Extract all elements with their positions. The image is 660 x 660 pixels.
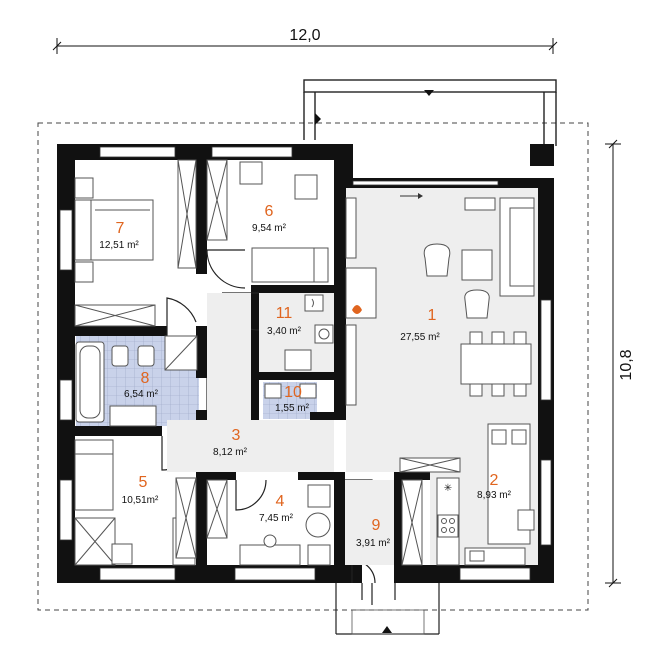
room-3-number: 3 [232, 427, 241, 444]
interior-walls [57, 144, 460, 583]
room-10-furniture [264, 383, 317, 399]
room-5-number: 5 [139, 474, 148, 491]
room-9-furniture [345, 479, 423, 566]
room-7-number: 7 [116, 220, 125, 237]
main-entrance-arrow-icon [382, 626, 392, 633]
width-label: 12,0 [289, 27, 320, 44]
hall-3-floor-south [167, 420, 334, 472]
room-11-area: 3,40 m² [267, 326, 302, 337]
room-labels: 1 27,55 m² 2 8,93 m² 3 8,12 m² 4 7,45 m²… [99, 203, 511, 549]
depth-dimension: 10,8 [605, 139, 635, 588]
room-10-area: 1,55 m² [275, 403, 310, 414]
windows [59, 146, 552, 581]
room-7-area: 12,51 m² [99, 240, 139, 251]
room-1-number: 1 [428, 307, 437, 324]
terrace-entrance-arrow-icon [424, 90, 434, 96]
room-5-furniture [74, 439, 197, 566]
room-8-area: 6,54 m² [124, 389, 159, 400]
room-6-number: 6 [265, 203, 274, 220]
room-7-furniture [74, 159, 197, 327]
room-10-number: 10 [284, 384, 302, 401]
fireplace-icon [352, 305, 362, 314]
room-4-area: 7,45 m² [259, 513, 294, 524]
cooktop-icon: ✳ [444, 483, 452, 494]
room-4-number: 4 [276, 493, 285, 510]
room-8-number: 8 [141, 370, 150, 387]
room-4-furniture [206, 479, 331, 566]
room-1-furniture [345, 188, 538, 472]
room-2-area: 8,93 m² [477, 490, 512, 501]
hall-3-floor-north [207, 293, 251, 336]
room-11-number: 11 [276, 305, 293, 322]
width-dimension: 12,0 [52, 27, 558, 54]
room-1-area: 27,55 m² [400, 332, 440, 343]
roof-outline [37, 122, 589, 611]
room-5-area: 10,51m² [122, 495, 159, 506]
room-9-number: 9 [372, 517, 381, 534]
room-2-number: 2 [490, 472, 499, 489]
room-6-area: 9,54 m² [252, 223, 287, 234]
depth-label: 10,8 [618, 349, 635, 380]
room-6-furniture [206, 159, 329, 283]
room-2-furniture: ✳ [399, 423, 538, 566]
room-9-area: 3,91 m² [356, 538, 391, 549]
room-8-furniture [75, 335, 198, 427]
room-3-area: 8,12 m² [213, 447, 248, 458]
room-11-furniture [259, 293, 334, 372]
entrance-porch [335, 576, 440, 635]
terrace [303, 79, 557, 146]
